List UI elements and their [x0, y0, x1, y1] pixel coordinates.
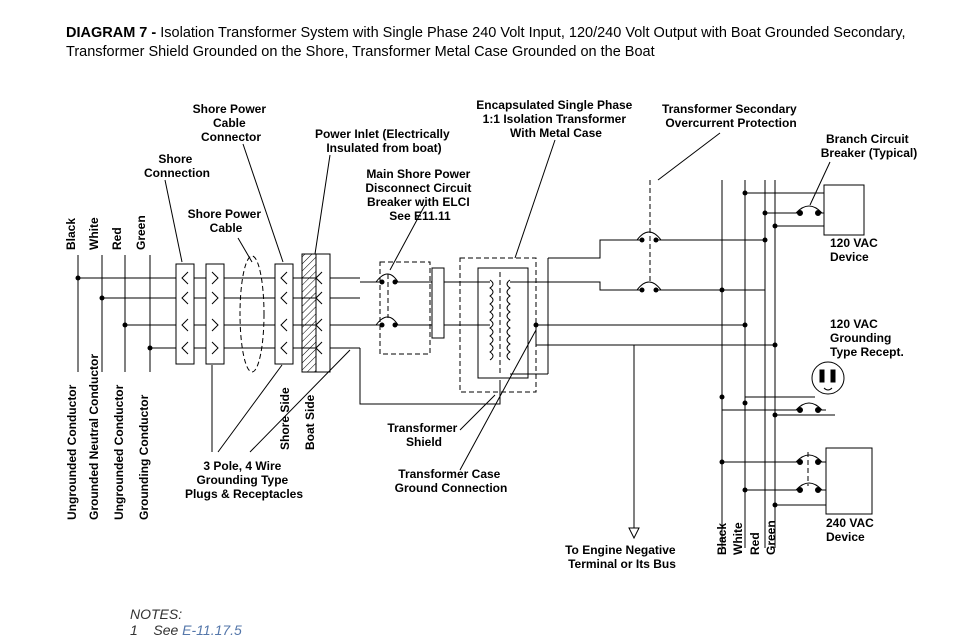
- output-bus: [721, 180, 776, 548]
- diagram-header: DIAGRAM 7 - Isolation Transformer System…: [66, 24, 956, 62]
- shield-ground-wire: [359, 348, 501, 405]
- device-240-label: 240 VAC Device: [826, 516, 877, 544]
- conductor-label: Ungrounded Conductor: [65, 384, 79, 520]
- device-120-label: 120 VAC Device: [830, 236, 881, 264]
- wire-color-label: Red: [110, 227, 124, 250]
- wire-color-label: Black: [715, 523, 729, 555]
- wire-color-label: Green: [764, 520, 778, 555]
- plugs-receptacles-label: 3 Pole, 4 Wire Grounding Type Plugs & Re…: [185, 459, 303, 501]
- shore-side-label: Shore Side: [278, 387, 292, 450]
- engine-negative-wire: [536, 344, 635, 535]
- engine-negative-arrow: [628, 527, 640, 540]
- secondary-overcurrent-label: Transformer Secondary Overcurrent Protec…: [662, 102, 800, 130]
- conductor-label: Ungrounded Conductor: [112, 384, 126, 520]
- isolation-transformer-label: Encapsulated Single Phase 1:1 Isolation …: [476, 98, 635, 140]
- grounding-receptacle-label: 120 VAC Grounding Type Recept.: [830, 317, 904, 359]
- diagram-title: Isolation Transformer System with Single…: [66, 25, 906, 60]
- branch-breaker-label: Branch Circuit Breaker (Typical): [821, 132, 918, 160]
- notes-heading: NOTES:: [130, 606, 183, 622]
- engine-negative-label: To Engine Negative Terminal or Its Bus: [565, 543, 679, 571]
- power-inlet-block: [301, 253, 331, 373]
- diagram-label: DIAGRAM 7 -: [66, 25, 157, 41]
- shore-connection-label: Shore Connection: [144, 152, 210, 180]
- left-conductor-labels: Ungrounded Conductor Grounded Neutral Co…: [65, 354, 151, 520]
- isolation-transformer: [459, 257, 745, 393]
- secondary-overcurrent: [548, 180, 765, 293]
- branch-circuit-3: [722, 447, 873, 515]
- wire-color-label: White: [731, 522, 745, 555]
- wire-color-label: White: [87, 217, 101, 250]
- power-inlet-label: Power Inlet (Electrically Insulated from…: [315, 127, 453, 155]
- cable-sheath: [239, 255, 265, 373]
- right-wire-labels: Black White Red Green: [715, 520, 778, 555]
- shore-power-cable-connector-label: Shore Power Cable Connector: [193, 102, 270, 144]
- bus-junction-dots: [719, 190, 778, 508]
- case-ground-wire: [535, 325, 775, 346]
- wire-color-label: Green: [134, 215, 148, 250]
- main-disconnect-label: Main Shore Power Disconnect Circuit Brea…: [365, 167, 474, 223]
- notes: NOTES: 1 See E-11.17.5: [130, 606, 242, 638]
- note-text: See: [153, 622, 183, 638]
- left-wire-labels: Black White Red Green: [64, 215, 148, 250]
- branch-circuit-2: [722, 361, 845, 416]
- conductor-label: Grounded Neutral Conductor: [87, 354, 101, 520]
- conductor-label: Grounding Conductor: [137, 394, 151, 520]
- cable-connector-block: [274, 263, 294, 365]
- shore-power-cable-label: Shore Power Cable: [188, 207, 265, 235]
- leader-lines: [164, 132, 831, 471]
- wire-color-label: Black: [64, 218, 78, 250]
- case-ground-label: Transformer Case Ground Connection: [395, 467, 508, 495]
- wire-color-label: Red: [748, 532, 762, 555]
- transformer-shield-label: Transformer Shield: [387, 421, 460, 449]
- note-reference-link[interactable]: E-11.17.5: [182, 622, 242, 638]
- note-number: 1: [130, 622, 138, 638]
- branch-circuit-1: [745, 184, 865, 236]
- cable-plug-block: [205, 263, 225, 365]
- boat-side-label: Boat Side: [303, 394, 317, 450]
- shore-connector-block: [175, 263, 195, 365]
- main-breaker: [360, 261, 490, 355]
